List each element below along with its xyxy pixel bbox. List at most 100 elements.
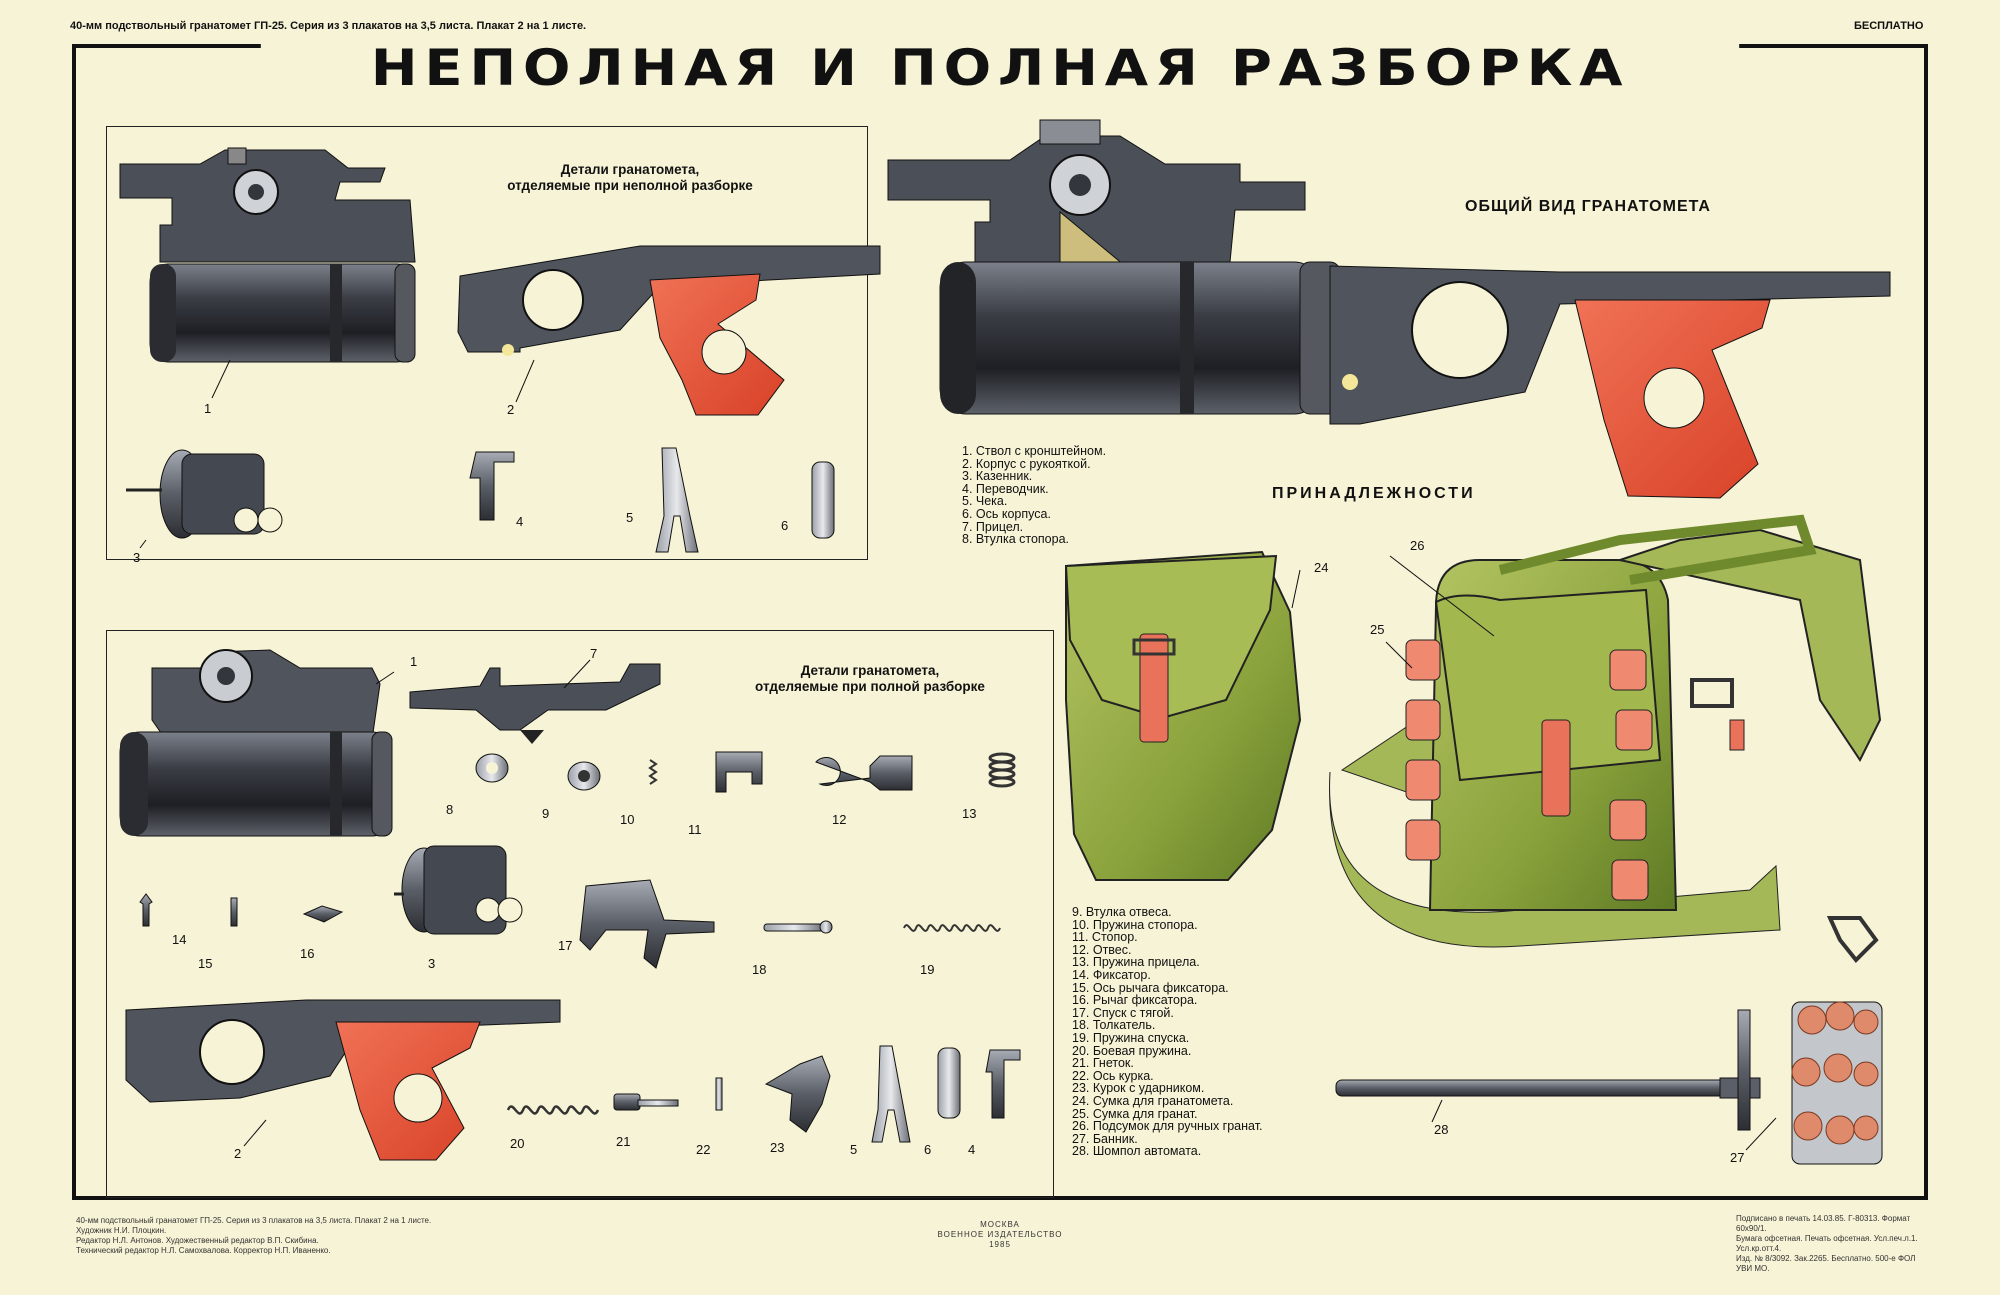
label-part-2: 2 — [507, 402, 515, 417]
p2-part-7-sight — [409, 663, 661, 744]
footer-line: Художник Н.И. Плоцкин. — [76, 1226, 167, 1235]
legend-item: 18. Толкатель. — [1072, 1018, 1156, 1033]
legend-item: 15. Ось рычага фиксатора. — [1072, 980, 1229, 995]
footer-line: Технический редактор Н.Л. Самохвалова. К… — [76, 1246, 331, 1255]
label-p2-part-5: 5 — [850, 1142, 858, 1157]
label-part-5: 5 — [626, 510, 634, 525]
label-p2-part-11: 11 — [688, 822, 702, 837]
footer-line: Редактор Н.Л. Антонов. Художественный ре… — [76, 1236, 319, 1245]
label-part-6: 6 — [781, 518, 789, 533]
legend-item: 23. Курок с ударником. — [1072, 1081, 1205, 1096]
label-accessory-26: 26 — [1410, 538, 1425, 553]
series-note: 40-мм подствольный гранатомет ГП-25. Сер… — [70, 20, 587, 32]
p2-part-17-trigger — [579, 879, 715, 969]
accessory-27-bore-brush — [1737, 1001, 1883, 1165]
part-4-selector — [469, 451, 515, 521]
label-p2-part-20: 20 — [510, 1136, 525, 1151]
footer-line: Подписано в печать 14.03.85. Г-80313. Фо… — [1736, 1214, 1911, 1233]
legend-item: 28. Шомпол автомата. — [1072, 1144, 1202, 1159]
label-p2-part-7: 7 — [590, 646, 598, 661]
legend-item: 6. Ось корпуса. — [962, 506, 1051, 521]
p2-small-parts — [139, 751, 1016, 927]
accessory-28-cleaning-rod — [1335, 1077, 1761, 1099]
legend-item: 3. Казенник. — [962, 469, 1033, 484]
label-p2-part-13: 13 — [962, 806, 977, 821]
footer-line: ВОЕННОЕ ИЗДАТЕЛЬСТВО — [937, 1230, 1063, 1239]
label-accessory-28: 28 — [1434, 1122, 1449, 1137]
legend-item: 7. Прицел. — [962, 519, 1024, 534]
label-p2-part-4: 4 — [968, 1142, 976, 1157]
legend-item: 8. Втулка стопора. — [962, 532, 1070, 547]
legend-item: 16. Рычаг фиксатора. — [1072, 993, 1198, 1008]
footer-credits: 40-мм подствольный гранатомет ГП-25. Сер… — [76, 1216, 431, 1256]
label-accessory-27: 27 — [1730, 1150, 1745, 1165]
label-p2-part-8: 8 — [446, 802, 454, 817]
legend-item: 5. Чека. — [962, 494, 1008, 509]
part-6-body-axis — [811, 461, 835, 539]
label-p2-part-18: 18 — [752, 962, 767, 977]
panel-full-disassembly — [106, 630, 1054, 1198]
legend-item: 10. Пружина стопора. — [1072, 917, 1198, 932]
label-part-4: 4 — [516, 514, 524, 529]
legend-item: 9. Втулка отвеса. — [1072, 905, 1172, 919]
label-p2-part-10: 10 — [620, 812, 635, 827]
legend-item: 26. Подсумок для ручных гранат. — [1072, 1119, 1263, 1134]
part-3-breech — [126, 449, 283, 539]
legend-item: 25. Сумка для гранат. — [1072, 1106, 1198, 1121]
footer-line: Бумага офсетная. Печать офсетная. Усл.пе… — [1736, 1234, 1918, 1253]
footer-publisher: МОСКВА ВОЕННОЕ ИЗДАТЕЛЬСТВО 1985 — [900, 1220, 1100, 1250]
legend-item: 1. Ствол с кронштейном. — [962, 444, 1107, 458]
p2-part-3-breech — [394, 845, 523, 935]
assembled-grenade-launcher — [887, 119, 1891, 499]
label-p2-part-2: 2 — [234, 1146, 242, 1161]
p2-part-19-spring — [903, 924, 1001, 932]
leader-lines — [139, 359, 1777, 1151]
label-p2-part-16: 16 — [300, 946, 315, 961]
footer-line: Изд. № 8/3092. Зак.2265. Бесплатно. 500-… — [1736, 1254, 1916, 1273]
label-p2-part-22: 22 — [696, 1142, 711, 1157]
legend-parts-9-28: 9. Втулка отвеса. 10. Пружина стопора. 1… — [1072, 906, 1263, 1158]
label-p2-part-17: 17 — [558, 938, 573, 953]
p2-part-18-pusher — [763, 920, 833, 934]
label-p2-part-12: 12 — [832, 812, 847, 827]
label-p2-part-23: 23 — [770, 1140, 785, 1155]
legend-item: 22. Ось курка. — [1072, 1068, 1154, 1083]
label-p2-part-9: 9 — [542, 806, 550, 821]
legend-item: 27. Банник. — [1072, 1131, 1138, 1146]
label-p2-part-1: 1 — [410, 654, 418, 669]
legend-item: 24. Сумка для гранатомета. — [1072, 1093, 1234, 1108]
accessories-heading: ПРИНАДЛЕЖНОСТИ — [1272, 485, 1476, 502]
legend-item: 2. Корпус с рукояткой. — [962, 456, 1091, 471]
label-p2-part-15: 15 — [198, 956, 213, 971]
footer-print-info: Подписано в печать 14.03.85. Г-80313. Фо… — [1736, 1214, 1926, 1274]
full-caption: Детали гранатомета, отделяемые при полно… — [755, 663, 985, 694]
panel-partial-disassembly — [106, 126, 868, 560]
p2-parts-bottom — [506, 1045, 1021, 1143]
part-2-body-with-grip — [457, 245, 881, 416]
label-accessory-25: 25 — [1370, 622, 1385, 637]
accessory-24-launcher-pouch — [1064, 550, 1302, 881]
legend-item: 14. Фиксатор. — [1072, 967, 1151, 982]
part-5-pin — [655, 447, 699, 553]
poster-title: НЕПОЛНАЯ И ПОЛНАЯ РАЗБОРКА — [260, 40, 1740, 96]
legend-parts-1-8: 1. Ствол с кронштейном. 2. Корпус с руко… — [962, 445, 1106, 546]
footer-line: 1985 — [989, 1240, 1011, 1249]
p2-part-1-barrel — [119, 649, 393, 837]
part-1-barrel-with-bracket — [119, 147, 416, 363]
legend-item: 4. Переводчик. — [962, 481, 1049, 496]
p2-part-2-body — [125, 999, 561, 1161]
footer-line: 40-мм подствольный гранатомет ГП-25. Сер… — [76, 1216, 432, 1225]
label-part-3: 3 — [133, 550, 141, 565]
legend-item: 13. Пружина прицела. — [1072, 955, 1200, 970]
footer-line: МОСКВА — [980, 1220, 1020, 1229]
label-accessory-24: 24 — [1314, 560, 1329, 575]
legend-item: 21. Гнеток. — [1072, 1056, 1134, 1071]
label-p2-part-6: 6 — [924, 1142, 932, 1157]
legend-item: 11. Стопор. — [1072, 930, 1138, 945]
partial-caption: Детали гранатомета, отделяемые при непол… — [507, 162, 753, 193]
legend-item: 12. Отвес. — [1072, 942, 1132, 957]
legend-item: 20. Боевая пружина. — [1072, 1043, 1192, 1058]
legend-item: 19. Пружина спуска. — [1072, 1030, 1190, 1045]
label-p2-part-19: 19 — [920, 962, 935, 977]
